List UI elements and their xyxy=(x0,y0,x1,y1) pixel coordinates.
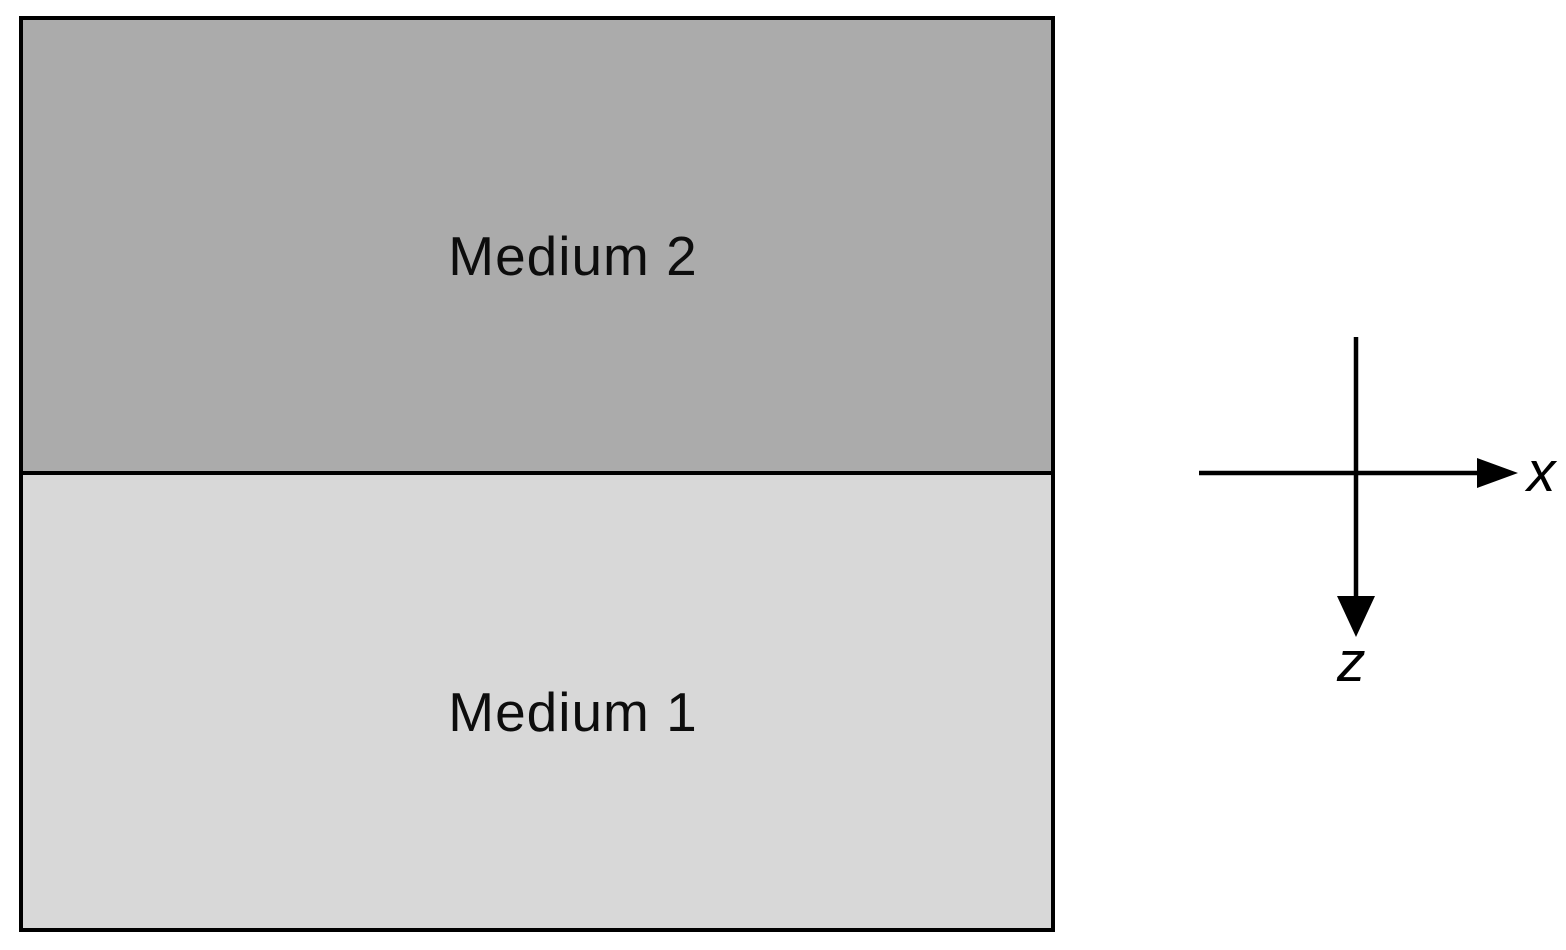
two-media-box: Medium 2 Medium 1 xyxy=(19,16,1055,932)
x-axis-arrowhead-icon xyxy=(1477,458,1518,488)
x-axis-label: x xyxy=(1527,440,1556,504)
z-axis-arrowhead-icon xyxy=(1337,596,1375,637)
z-axis-label: z xyxy=(1337,630,1366,694)
medium-1-label: Medium 1 xyxy=(448,680,698,743)
medium-2-label: Medium 2 xyxy=(448,224,698,287)
coordinate-axes xyxy=(1199,337,1518,637)
medium-2-region: Medium 2 xyxy=(23,20,1051,475)
medium-1-region: Medium 1 xyxy=(23,475,1051,928)
